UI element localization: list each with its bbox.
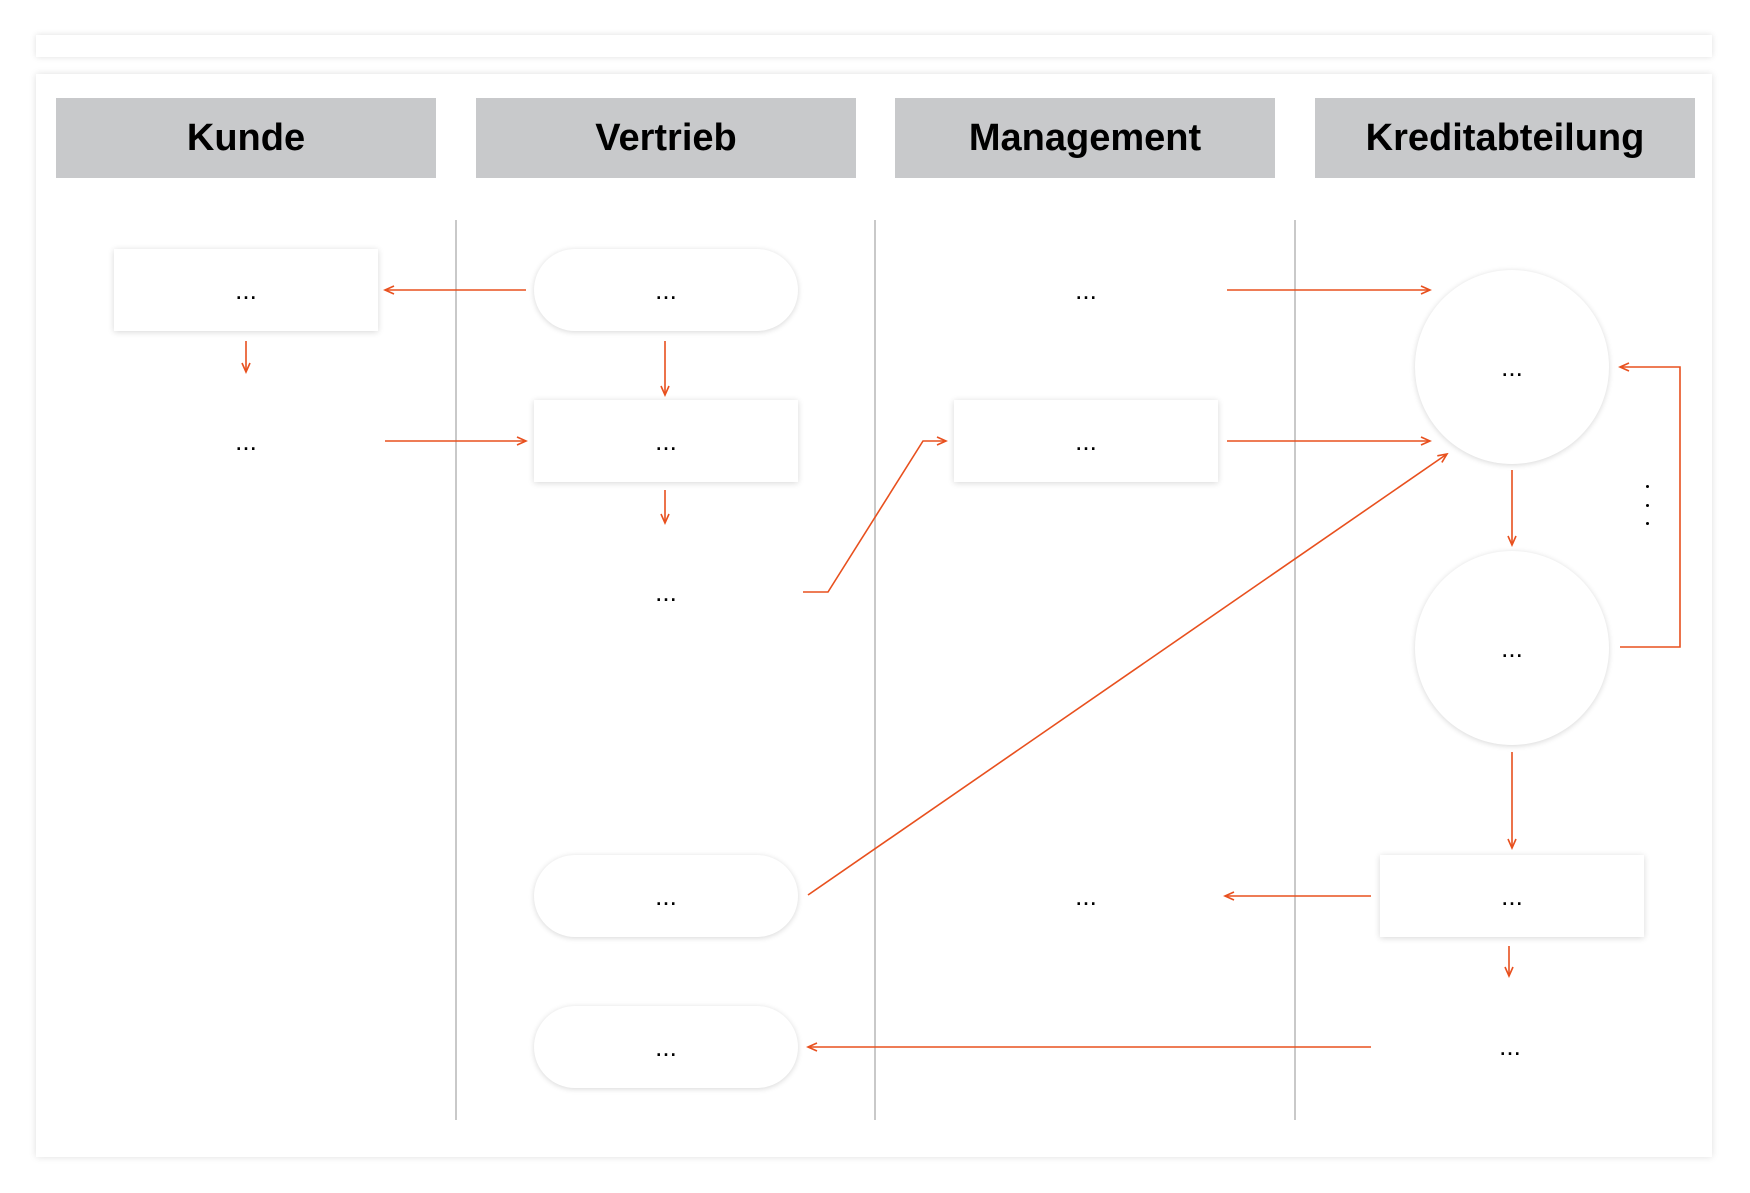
management-decision-diamond[interactable]: ... <box>954 225 1218 355</box>
kunde-decision-diamond[interactable]: ... <box>114 376 378 506</box>
node-label: ... <box>655 881 677 911</box>
kredit-circle-node[interactable]: ... <box>1415 270 1609 464</box>
lane-header-vertrieb: Vertrieb <box>476 98 856 178</box>
lane-header-management: Management <box>895 98 1275 178</box>
node-label: ... <box>235 275 257 305</box>
node-label: ... <box>235 426 257 456</box>
lane-divider <box>874 220 876 1120</box>
node-label: ... <box>1075 275 1097 305</box>
kredit-decision-diamond[interactable]: ... <box>1378 981 1642 1111</box>
node-label: ... <box>1075 881 1097 911</box>
kredit-process-box[interactable]: ... <box>1380 855 1644 937</box>
node-label: ... <box>1499 1031 1521 1061</box>
top-bar <box>36 35 1712 57</box>
management-process-box[interactable]: ... <box>954 400 1218 482</box>
lane-divider <box>455 220 457 1120</box>
kunde-process-box[interactable]: ... <box>114 249 378 331</box>
node-label: ... <box>1075 426 1097 456</box>
vertrieb-start-terminal[interactable]: ... <box>534 249 798 331</box>
lane-divider <box>1294 220 1296 1120</box>
vertrieb-decision-diamond[interactable]: ... <box>534 527 798 657</box>
kredit-circle-node-lower[interactable]: ... <box>1415 551 1609 745</box>
vertrieb-process-box[interactable]: ... <box>534 400 798 482</box>
node-label: ... <box>1501 633 1523 663</box>
node-label: ... <box>655 577 677 607</box>
node-label: ... <box>1501 881 1523 911</box>
lane-header-kunde: Kunde <box>56 98 436 178</box>
vertrieb-terminal[interactable]: ... <box>534 855 798 937</box>
node-label: ... <box>655 275 677 305</box>
management-decision-diamond-lower[interactable]: ... <box>954 831 1218 961</box>
node-label: ... <box>1501 352 1523 382</box>
vertical-ellipsis-icon <box>1641 485 1653 525</box>
node-label: ... <box>655 426 677 456</box>
node-label: ... <box>655 1032 677 1062</box>
vertrieb-end-terminal[interactable]: ... <box>534 1006 798 1088</box>
lane-header-kreditabteilung: Kreditabteilung <box>1315 98 1695 178</box>
